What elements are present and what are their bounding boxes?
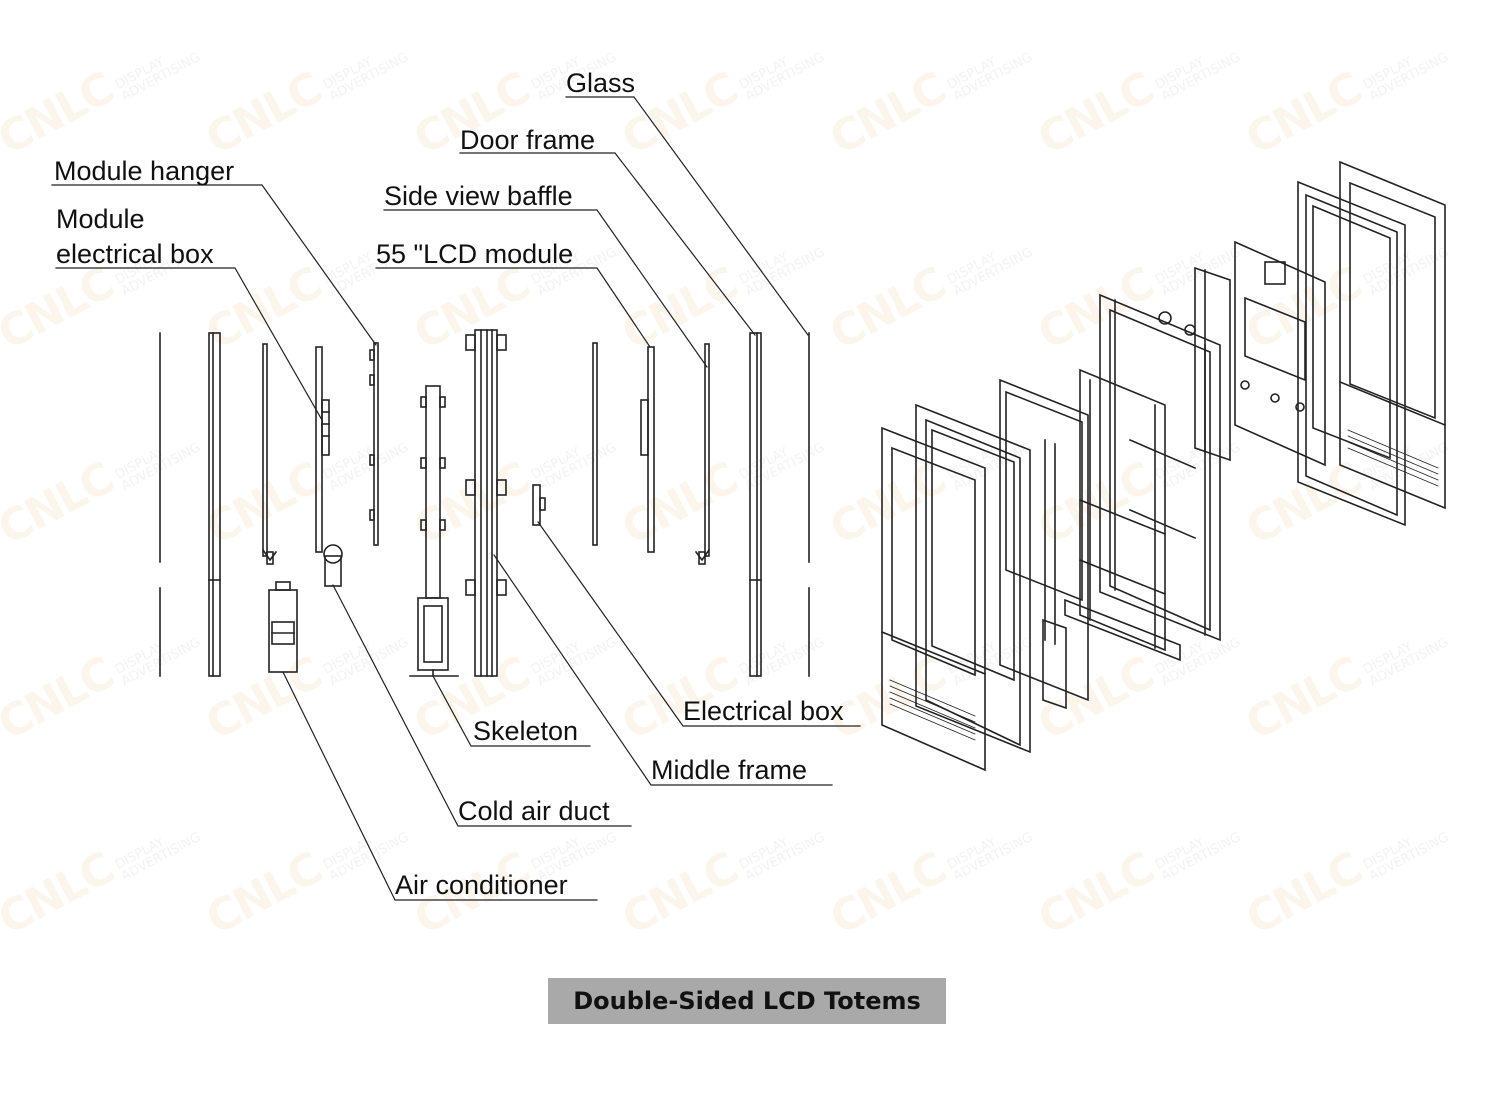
label-module-electrical-box-line2: electrical box bbox=[56, 239, 214, 269]
label-lcd-module: 55 "LCD module bbox=[376, 239, 574, 269]
leader-electrical-box bbox=[537, 521, 861, 727]
iso-electrical-box bbox=[1042, 618, 1067, 710]
label-skeleton: Skeleton bbox=[473, 716, 579, 746]
part-module-hanger-right bbox=[592, 342, 598, 546]
label-side-view-baffle: Side view baffle bbox=[384, 181, 573, 211]
iso-door-frame-front bbox=[915, 403, 1031, 754]
part-door-frame-left bbox=[208, 332, 221, 677]
part-module-hanger bbox=[369, 342, 379, 546]
part-door-frame-right bbox=[749, 332, 762, 677]
part-module-electrical-box bbox=[315, 346, 330, 553]
part-middle-frame bbox=[465, 329, 507, 677]
leader-door-frame bbox=[459, 152, 756, 336]
part-air-conditioner bbox=[268, 581, 298, 673]
iso-door-frame-rear bbox=[1297, 180, 1406, 527]
diagram-caption: Double-Sided LCD Totems bbox=[548, 978, 946, 1024]
iso-glass-rear bbox=[1338, 160, 1447, 510]
leader-middle-frame bbox=[493, 554, 833, 786]
label-electrical-box: Electrical box bbox=[683, 696, 844, 726]
leader-lcd-module bbox=[375, 267, 651, 348]
iso-lcd-module-rear bbox=[1234, 240, 1326, 467]
label-air-conditioner: Air conditioner bbox=[395, 870, 568, 900]
label-glass: Glass bbox=[566, 68, 636, 98]
iso-middle-frame bbox=[1099, 293, 1221, 642]
iso-skeleton bbox=[1064, 368, 1181, 662]
part-electrical-box bbox=[532, 484, 546, 526]
label-door-frame: Door frame bbox=[460, 125, 596, 155]
label-module-hanger: Module hanger bbox=[54, 156, 235, 186]
leader-skeleton bbox=[432, 675, 591, 747]
part-cold-air-duct bbox=[323, 544, 343, 587]
leader-cold-air-duct bbox=[332, 584, 632, 827]
part-side-baffle-right bbox=[694, 343, 711, 565]
label-module-electrical-box-line1: Module bbox=[56, 204, 145, 234]
leader-air-conditioner bbox=[282, 671, 598, 901]
leader-side-view-baffle bbox=[383, 209, 708, 368]
iso-glass-front bbox=[880, 426, 987, 772]
part-module-right bbox=[640, 346, 655, 553]
label-cold-air-duct: Cold air duct bbox=[458, 796, 610, 826]
leader-glass bbox=[565, 96, 809, 336]
part-side-baffle-left bbox=[261, 343, 278, 565]
leader-module-hanger bbox=[51, 184, 377, 346]
iso-module-rear bbox=[1194, 266, 1231, 462]
part-skeleton bbox=[409, 385, 459, 677]
iso-lcd-module-front bbox=[999, 378, 1089, 702]
label-middle-frame: Middle frame bbox=[651, 755, 808, 785]
leader-module-electrical-box bbox=[55, 267, 323, 421]
